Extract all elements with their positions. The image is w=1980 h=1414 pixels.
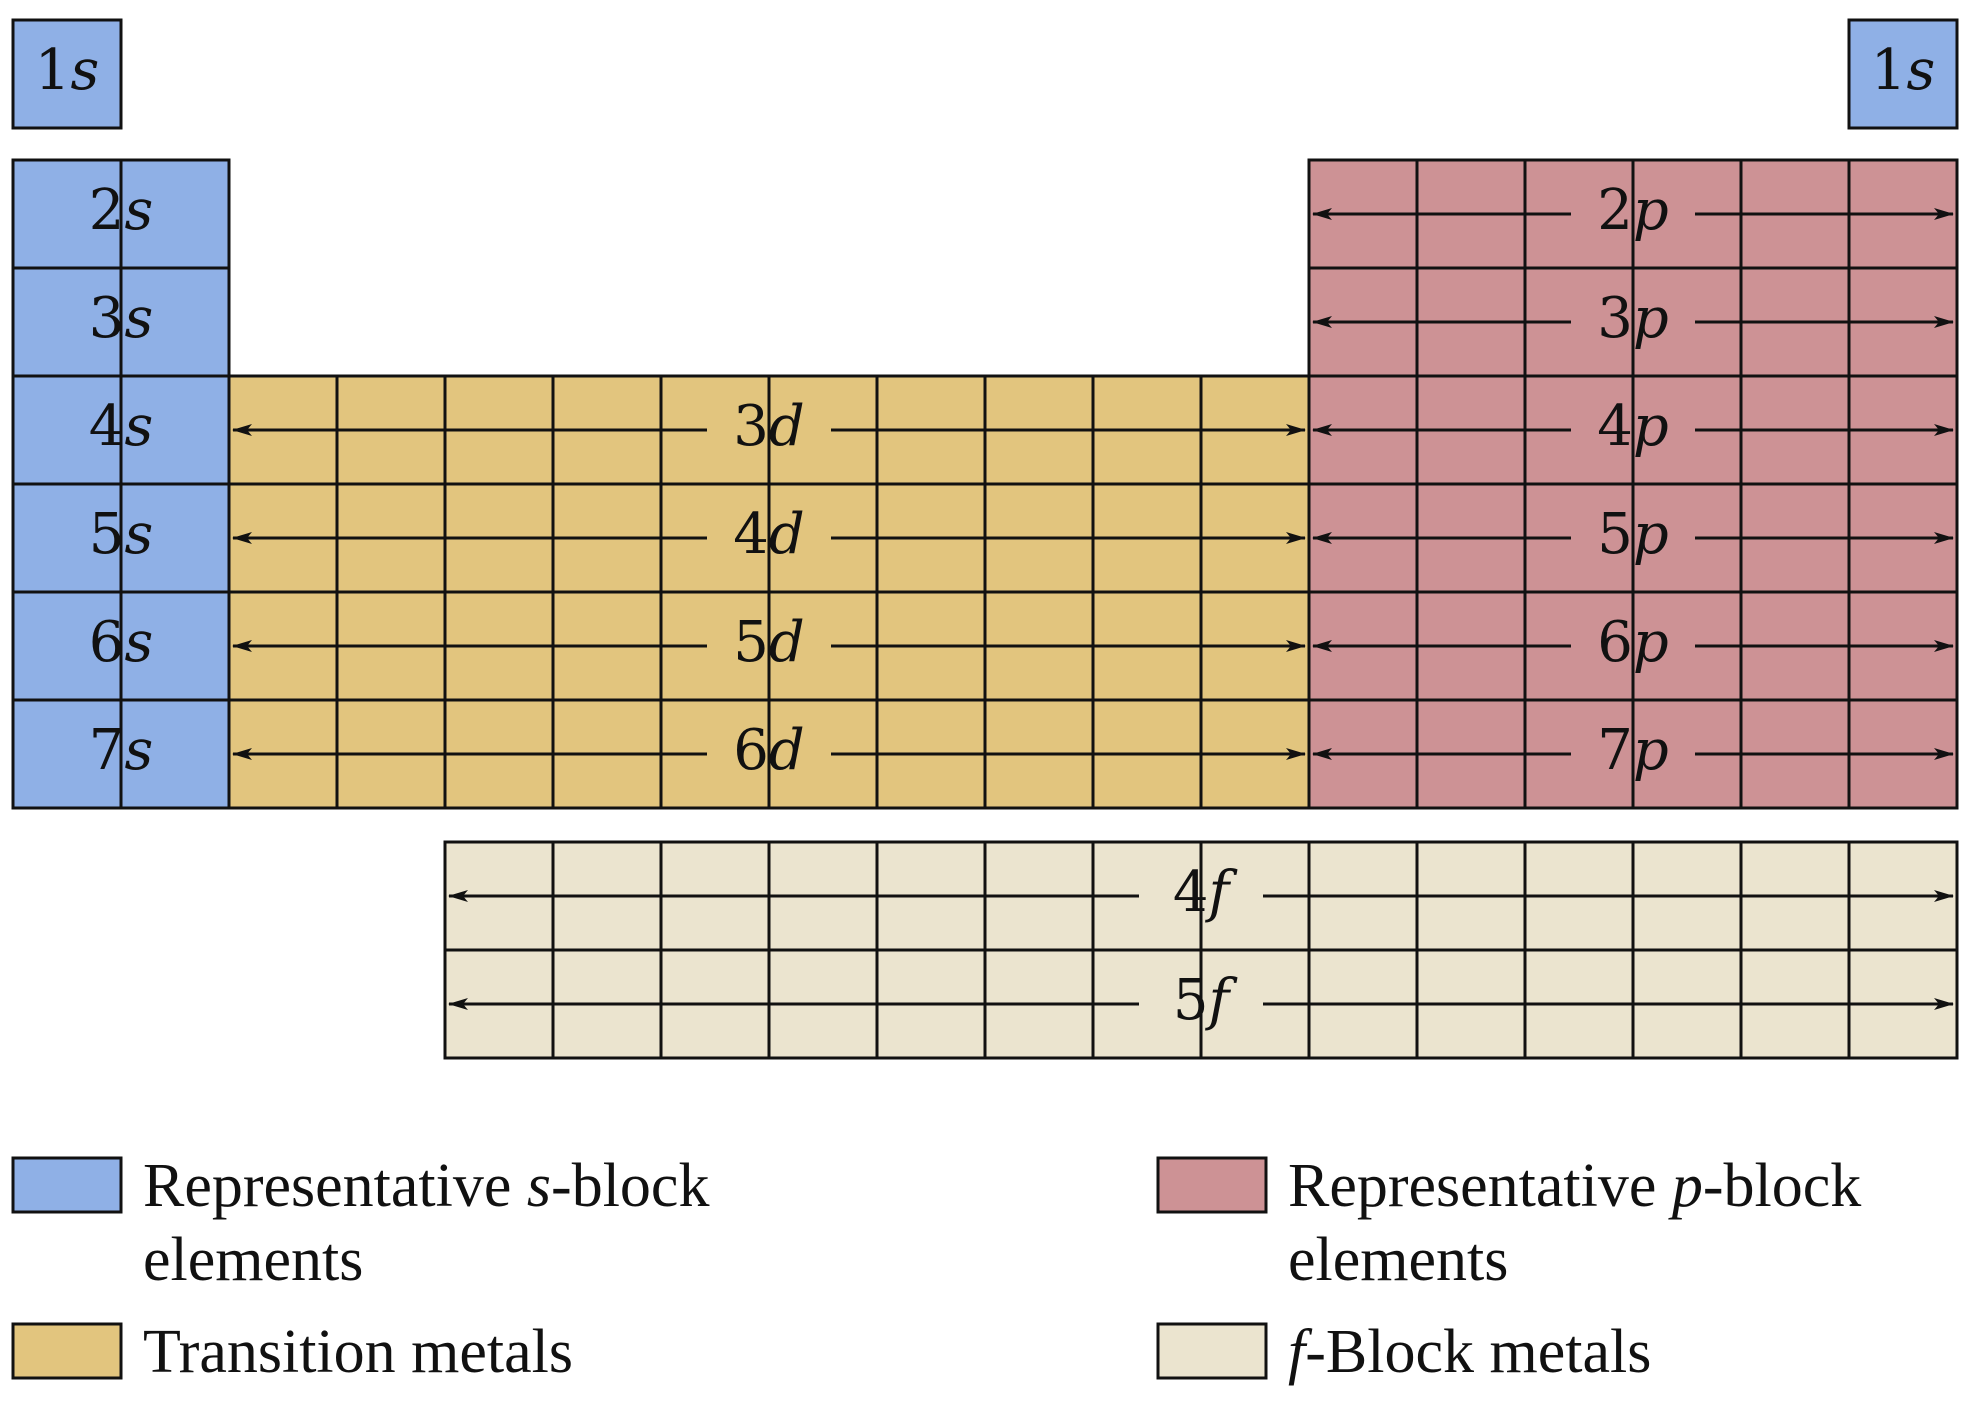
legend-p-block-swatch [1156, 1156, 1268, 1214]
legend-s-block-swatch [11, 1156, 123, 1214]
legend-transition-metals-label: Transition metals [143, 1318, 573, 1386]
1s-left-label: 1s [35, 38, 99, 103]
orbital-label-3s: 3s [89, 286, 153, 351]
1s-right-label: 1s [1871, 38, 1935, 103]
orbital-label-3p: 3p [1597, 286, 1669, 351]
orbital-label-5p: 5p [1597, 502, 1669, 567]
legend-f-block-swatch [1156, 1322, 1268, 1380]
d-block-cell [767, 698, 879, 810]
1s-left-cell [11, 18, 123, 130]
f-block-cell [1091, 948, 1203, 1060]
1s-right-cell [1847, 18, 1959, 130]
orbital-label-5f: 5f [1173, 968, 1239, 1033]
orbital-label-4p: 4p [1597, 394, 1669, 459]
legend-transition-metals-swatch [11, 1322, 123, 1380]
s-block-cell [119, 158, 231, 270]
orbital-label-3d: 3d [733, 394, 805, 459]
orbital-label-4d: 4d [733, 502, 805, 567]
orbital-label-7s: 7s [89, 718, 153, 783]
orbital-label-5s: 5s [89, 502, 153, 567]
legend-s-block-label: Representative s-block [143, 1152, 709, 1220]
orbital-label-6d: 6d [733, 718, 805, 783]
orbital-label-6p: 6p [1597, 610, 1669, 675]
legend-f-block-label: f-Block metals [1288, 1318, 1651, 1386]
orbital-label-7p: 7p [1597, 718, 1669, 783]
legend-p-block-label: Representative p-block [1288, 1152, 1861, 1220]
s-block-cell [11, 698, 123, 810]
s-block-cell [119, 590, 231, 702]
orbital-label-2s: 2s [89, 178, 153, 243]
orbital-label-6s: 6s [89, 610, 153, 675]
legend-p-block-label-line2: elements [1288, 1226, 1508, 1294]
orbital-label-4s: 4s [89, 394, 153, 459]
legend-s-block-label-line2: elements [143, 1226, 363, 1294]
orbital-label-4f: 4f [1173, 860, 1239, 925]
orbital-label-5d: 5d [733, 610, 805, 675]
orbital-label-2p: 2p [1597, 178, 1669, 243]
s-block-cell [119, 698, 231, 810]
